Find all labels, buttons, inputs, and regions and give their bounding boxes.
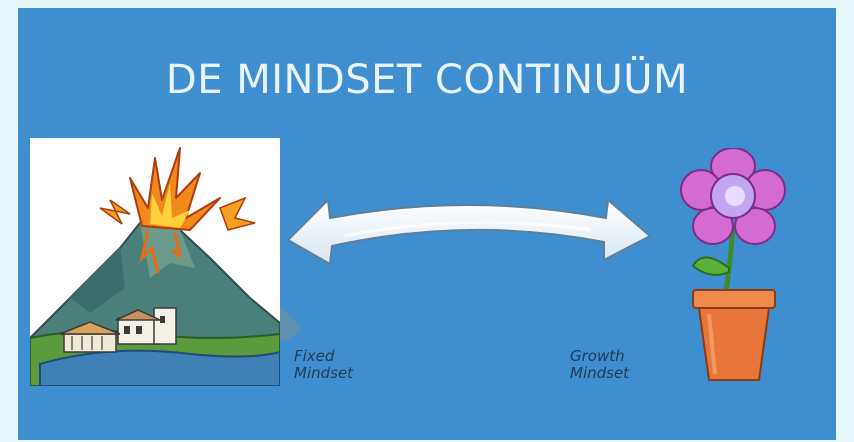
flower-pot-icon xyxy=(663,148,793,388)
fixed-mindset-label: Fixed Mindset xyxy=(294,348,353,382)
fixed-label-line-1: Fixed xyxy=(294,348,353,365)
double-arrow-icon xyxy=(284,186,654,268)
growth-label-line-1: Growth xyxy=(570,348,629,365)
slide: DE MINDSET CONTINUÜM xyxy=(18,8,836,440)
fixed-label-line-2: Mindset xyxy=(294,365,353,382)
growth-mindset-label: Growth Mindset xyxy=(570,348,629,382)
volcano-icon xyxy=(30,138,280,386)
growth-label-line-2: Mindset xyxy=(570,365,629,382)
volcano-illustration xyxy=(30,138,280,386)
slide-title: DE MINDSET CONTINUÜM xyxy=(18,60,836,100)
